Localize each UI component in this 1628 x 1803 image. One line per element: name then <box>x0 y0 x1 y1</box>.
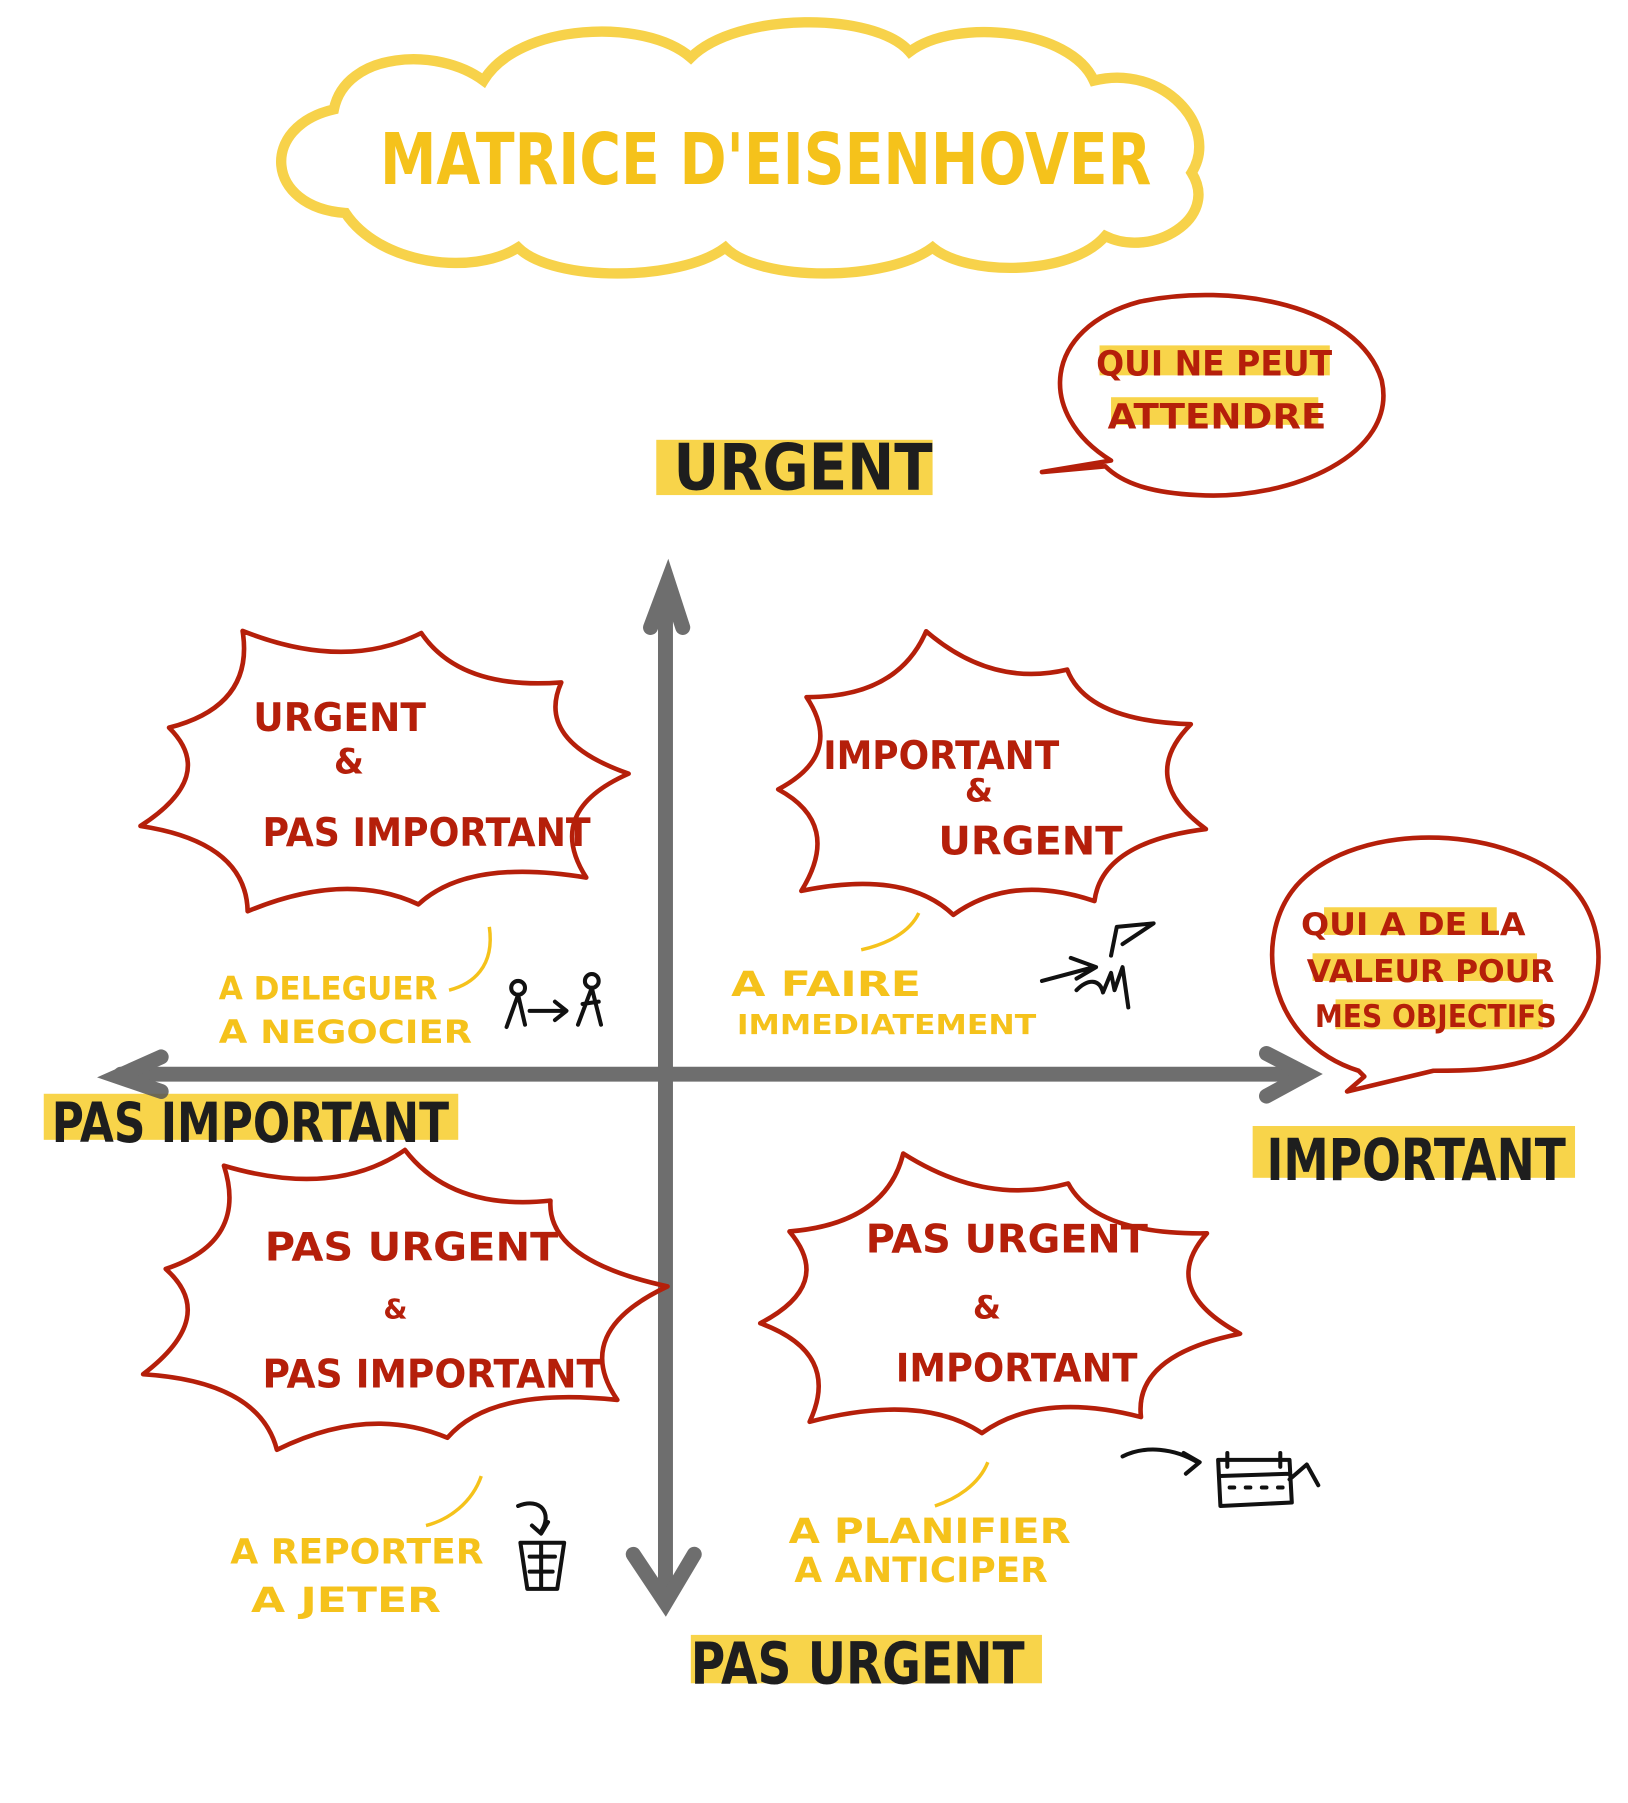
quadrant-cloud-bottom-right <box>757 1151 1243 1436</box>
axes <box>97 558 1323 1617</box>
action-text: A JETER <box>251 1581 441 1621</box>
quadrant-text: URGENT <box>938 819 1123 864</box>
bubble-text: QUI A DE LA <box>1301 907 1526 943</box>
connector-line <box>934 1461 990 1508</box>
quadrant-text: PAS URGENT <box>265 1226 559 1271</box>
quadrant-bottom-right: PAS URGENT & IMPORTANT A PLANIFIER A ANT… <box>789 1218 1149 1591</box>
highlight <box>1111 397 1319 425</box>
action-text: A NEGOCIER <box>219 1013 472 1051</box>
quadrant-text: IMPORTANT <box>823 734 1059 779</box>
quadrant-cloud-bottom-left <box>140 1147 670 1453</box>
action-text: A ANTICIPER <box>794 1551 1047 1591</box>
bubble-text: MES OBJECTIFS <box>1315 999 1557 1035</box>
axis-label-pas-important: PAS IMPORTANT <box>52 1092 449 1156</box>
axis-label-important: IMPORTANT <box>1266 1127 1565 1194</box>
action-text: IMMEDIATEMENT <box>737 1008 1037 1041</box>
hand-flag-icon <box>1039 921 1156 1010</box>
arrow-right-icon <box>1258 1045 1323 1104</box>
quadrant-text: & <box>334 743 364 783</box>
axis-label-pas-urgent: PAS URGENT <box>691 1630 1025 1697</box>
quadrant-text: PAS IMPORTANT <box>263 811 591 856</box>
arrow-down-icon <box>625 1546 702 1617</box>
connector-line <box>860 912 921 952</box>
quadrant-top-left: URGENT & PAS IMPORTANT A DELEGUER A NEGO… <box>219 696 591 1051</box>
highlight <box>1335 999 1543 1030</box>
bubble-text: VALEUR POUR <box>1307 954 1555 990</box>
action-text: A REPORTER <box>230 1533 483 1573</box>
bubble-text: QUI NE PEUT <box>1096 344 1332 384</box>
highlight <box>656 439 933 496</box>
title: MATRICE D'EISENHOVER <box>380 118 1151 201</box>
quadrant-text: IMPORTANT <box>896 1347 1138 1392</box>
trash-icon <box>516 1501 567 1591</box>
arrow-left-icon <box>97 1049 169 1099</box>
connector-line <box>425 1475 483 1528</box>
action-text: A DELEGUER <box>219 969 438 1007</box>
quadrant-text: PAS IMPORTANT <box>263 1352 603 1397</box>
person-handoff-icon <box>504 972 604 1030</box>
quadrant-bottom-left: PAS URGENT & PAS IMPORTANT A REPORTER A … <box>230 1226 602 1621</box>
quadrant-cloud-top-left <box>138 628 631 914</box>
bubble-text: ATTENDRE <box>1108 397 1327 437</box>
arrow-up-icon <box>643 558 691 635</box>
calendar-icon <box>1120 1447 1321 1508</box>
quadrant-text: & <box>965 771 993 809</box>
highlight <box>690 1634 1042 1684</box>
quadrant-text: & <box>383 1292 407 1325</box>
highlight <box>43 1093 459 1140</box>
quadrant-text: PAS URGENT <box>866 1218 1148 1263</box>
highlight <box>1252 1126 1576 1178</box>
highlight <box>1312 953 1538 981</box>
quadrant-text: URGENT <box>253 696 426 741</box>
connector-line <box>448 926 492 992</box>
quadrant-text: & <box>973 1288 1001 1326</box>
important-speech-bubble <box>1269 835 1601 1094</box>
axis-label-urgent: URGENT <box>674 430 933 505</box>
quadrant-top-right: IMPORTANT & URGENT A FAIRE IMMEDIATEMENT <box>731 734 1123 1041</box>
action-text: A PLANIFIER <box>789 1512 1071 1552</box>
quadrant-cloud-top-right <box>775 628 1209 918</box>
urgent-speech-bubble <box>1039 292 1386 498</box>
title-cloud <box>276 17 1205 279</box>
highlight <box>1324 907 1497 935</box>
action-text: A FAIRE <box>731 965 921 1005</box>
highlight <box>1099 345 1330 376</box>
